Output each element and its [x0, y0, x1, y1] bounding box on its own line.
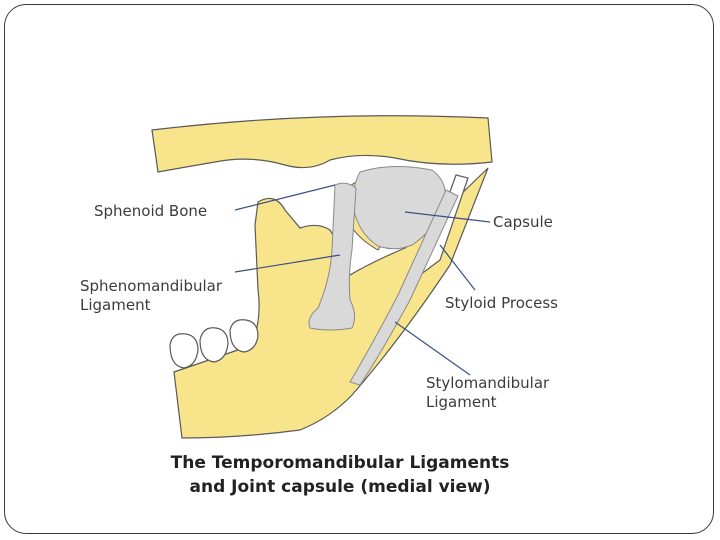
- stylomandibular-ligament: [349, 189, 459, 386]
- caption-line-1: The Temporomandibular Ligaments: [171, 453, 510, 473]
- label-capsule: Capsule: [493, 213, 553, 231]
- label-styloid-process: Styloid Process: [445, 294, 558, 312]
- label-sphenomandibular-2: Ligament: [80, 296, 151, 314]
- leader-lines: [234, 184, 491, 376]
- slide-frame: [4, 4, 714, 534]
- skull-base-bone: [151, 115, 493, 173]
- joint-capsule: [352, 165, 446, 250]
- teeth: [169, 319, 259, 369]
- label-stylomandibular-1: Stylomandibular: [426, 374, 550, 392]
- caption-line-2: and Joint capsule (medial view): [190, 477, 491, 497]
- label-sphenomandibular-1: Sphenomandibular: [80, 277, 223, 295]
- label-sphenoid-bone: Sphenoid Bone: [94, 202, 207, 220]
- label-stylomandibular-2: Ligament: [426, 393, 497, 411]
